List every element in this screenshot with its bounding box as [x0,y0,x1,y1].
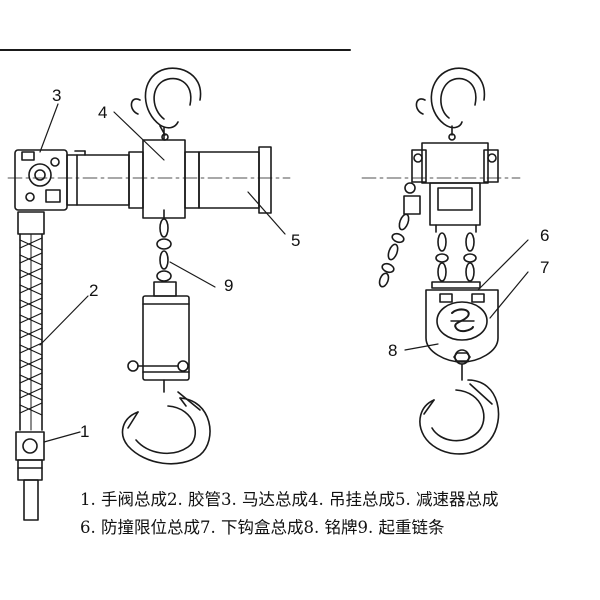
reducer-assembly [198,146,272,214]
top-hook-right [415,67,486,141]
hose [17,211,45,431]
callout-6: 6 [540,226,549,245]
load-chains-right [435,232,477,282]
hand-valve [15,431,45,521]
legend-line-2: 6. 防撞限位总成7. 下钩盒总成8. 铭牌9. 起重链条 [80,518,445,537]
motor-head-right [403,142,499,233]
nameplate [436,301,488,341]
load-chain [156,209,172,282]
callout-4: 4 [98,103,107,122]
bottom-hook-right [419,379,500,455]
anti-collision-limit [431,281,481,289]
callout-2: 2 [89,281,98,300]
callout-3: 3 [52,86,61,105]
callout-8: 8 [388,341,397,360]
callout-5: 5 [291,231,300,250]
legend-line-1: 1. 手阀总成2. 胶管3. 马达总成4. 吊挂总成5. 减速器总成 [80,490,499,509]
callout-9: 9 [224,276,233,295]
leader-lines [39,103,529,443]
slack-chain [378,213,410,288]
lower-hook-block-left [127,281,190,393]
callout-numbers: 1 2 3 4 5 6 7 8 9 [52,86,549,441]
top-hook-left [130,67,202,141]
motor-assembly [14,149,130,211]
suspension-assembly [128,127,200,219]
callout-7: 7 [540,258,549,277]
bottom-hook-left [121,391,211,465]
callout-1: 1 [80,422,89,441]
lower-hook-block-right [425,289,499,381]
